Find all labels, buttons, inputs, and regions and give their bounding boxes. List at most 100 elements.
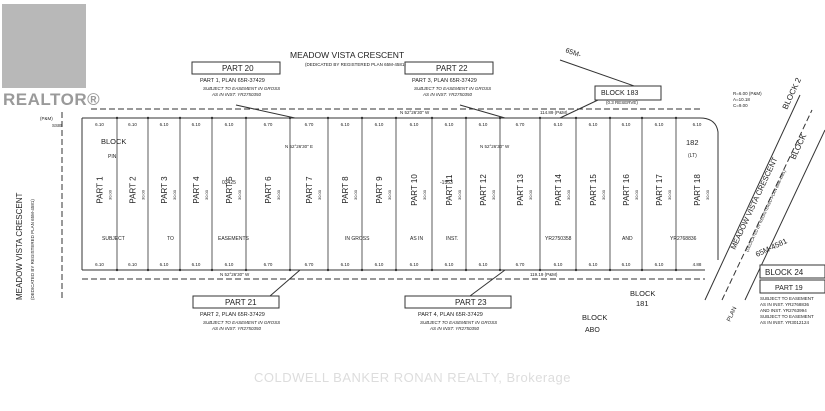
street-note-top: (DEDICATED BY REGISTERED PLAN 65M-4581)	[305, 62, 406, 67]
easement-word-4: IN GROSS	[345, 236, 370, 242]
part21-line3: AS IN INST. YR2750350	[211, 326, 262, 331]
lot-depth: 30.00	[237, 189, 242, 200]
dimension-bottom: 119.19 (P&M)	[530, 272, 558, 277]
lot-width-top: 6.70	[264, 122, 273, 127]
pin-label: PIN	[108, 154, 117, 160]
survey-monument	[178, 116, 182, 120]
survey-monument	[244, 268, 248, 272]
lot-width-bottom: 6.70	[516, 262, 525, 267]
lot-width-top: 6.10	[622, 122, 631, 127]
lot-depth: 30.00	[353, 189, 358, 200]
bearing-mid-a: N 52°26'30" E	[285, 144, 313, 149]
part22-title-box	[404, 61, 494, 75]
survey-monument	[674, 268, 678, 272]
realtor-logo-text: REALTOR®	[3, 90, 101, 109]
part19-title: PART 19	[775, 285, 803, 292]
leader-part23	[469, 269, 506, 297]
block183-note: (0.3 RESERVE)	[606, 100, 638, 105]
block24-label: BLOCK 24	[765, 268, 804, 277]
part23-line1: PART 4, PLAN 65R-37429	[418, 312, 483, 318]
lot-width-top: 6.10	[95, 122, 104, 127]
lot-width-top: 6.10	[128, 122, 137, 127]
survey-monument	[498, 268, 502, 272]
part19-line3: AND INST. YR2763994	[760, 308, 807, 313]
lot-label: PART 18	[693, 174, 702, 206]
part20-title: PART 20	[222, 64, 254, 73]
lot-width-bottom: 6.10	[589, 262, 598, 267]
lot-width-top: 6.10	[192, 122, 201, 127]
easement-word-5: AS IN	[410, 236, 423, 242]
lot-depth: 30.00	[528, 189, 533, 200]
pin-number-2: -1553	[440, 180, 453, 186]
survey-monument	[574, 268, 578, 272]
lot-width-top: 6.10	[589, 122, 598, 127]
survey-monument	[326, 268, 330, 272]
curve-chord: C=9.00	[733, 103, 748, 108]
survey-monument	[464, 268, 468, 272]
lot-label: PART 14	[554, 174, 563, 206]
curve-arc: A=10.18	[733, 97, 750, 102]
survey-monument	[538, 268, 542, 272]
lot-width-bottom: 6.70	[305, 262, 314, 267]
lot-width-bottom: 6.10	[225, 262, 234, 267]
leader-part20	[235, 104, 296, 119]
lot-depth: 30.00	[204, 189, 209, 200]
lot-label: PART 8	[341, 176, 350, 204]
lot-width-bottom: 6.10	[160, 262, 169, 267]
survey-monument	[288, 268, 292, 272]
survey-monument	[640, 116, 644, 120]
part20-line2: SUBJECT TO EASEMENT IN GROSS	[203, 86, 280, 91]
street-note-left: (DEDICATED BY REGISTERED PLAN 65M-4581)	[30, 199, 35, 300]
easement-word-2: TO	[167, 236, 174, 242]
survey-monument	[674, 116, 678, 120]
survey-monument	[210, 268, 214, 272]
easement-word-3: EASEMENTS	[218, 236, 250, 242]
lot-width-top: 6.10	[655, 122, 664, 127]
lot-width-bottom: 6.10	[410, 262, 419, 267]
leader-part21	[269, 269, 301, 297]
survey-monument	[394, 116, 398, 120]
part22-line2: SUBJECT TO EASEMENT IN GROSS	[414, 86, 491, 91]
bearing-mid-b: N 52°26'30" W	[480, 144, 510, 149]
plan-label-bottom: PLAN	[726, 306, 738, 323]
survey-monument	[608, 116, 612, 120]
dimension-top: 114.89 (P&M)	[540, 110, 568, 115]
block-ne-1: BLOCK 2	[781, 76, 804, 111]
lot-width-top: 6.10	[554, 122, 563, 127]
street-diagonal-2	[721, 109, 813, 301]
easement-word-8: AND	[622, 236, 633, 242]
lot-width-top: 6.10	[160, 122, 169, 127]
part23-title: PART 23	[455, 298, 487, 307]
survey-monument	[498, 116, 502, 120]
block24-box	[759, 264, 825, 279]
part21-title: PART 21	[225, 298, 257, 307]
lot-label: PART 16	[622, 174, 631, 206]
survey-monument	[360, 116, 364, 120]
lot-depth: 30.00	[276, 189, 281, 200]
block181-number: 181	[636, 299, 649, 308]
part22-line3: AS IN INST. YR2750350	[422, 92, 473, 97]
part22-line1: PART 3, PLAN 65R-37429	[412, 78, 477, 84]
block183-box	[594, 85, 662, 101]
bearing-top: N 52°26'30" W	[400, 110, 430, 115]
lot-label: PART 5	[225, 176, 234, 204]
lot-width-bottom: 6.10	[622, 262, 631, 267]
pin-number-1: 03425	[222, 180, 236, 186]
lot-label: PART 3	[160, 176, 169, 204]
lot-depth: 30.00	[491, 189, 496, 200]
lot-width-top: 6.10	[410, 122, 419, 127]
realtor-logo: REALTOR®	[0, 0, 100, 112]
part20-line3: AS IN INST. YR2750350	[211, 92, 262, 97]
survey-monument	[464, 116, 468, 120]
part19-line2: AS IN INST. YR2768836	[760, 302, 809, 307]
survey-monument	[538, 116, 542, 120]
survey-monument	[430, 116, 434, 120]
lot-label: PART 6	[264, 176, 273, 204]
street-diagonal-3	[744, 129, 825, 301]
survey-monument	[326, 116, 330, 120]
lot-width-top: 6.10	[375, 122, 384, 127]
lot-width-bottom: 6.10	[95, 262, 104, 267]
plan-label-right: 65M-4581	[754, 236, 788, 258]
